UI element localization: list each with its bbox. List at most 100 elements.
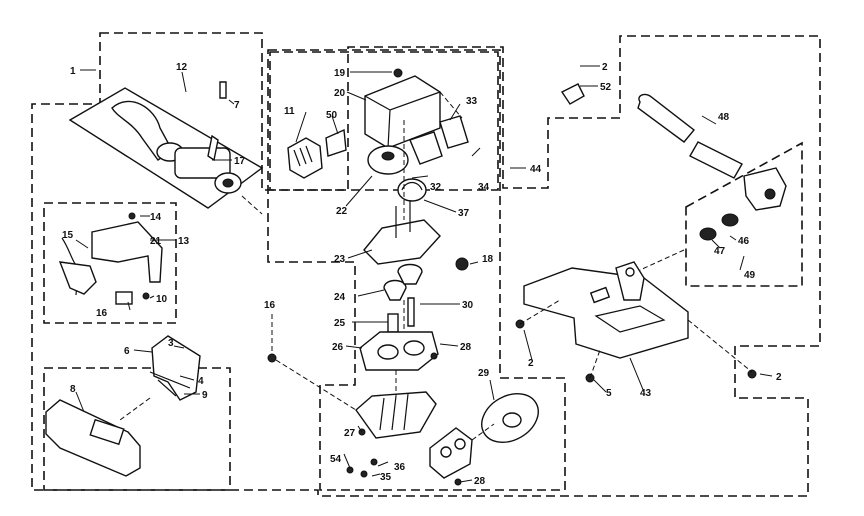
callout-9: 9 xyxy=(202,390,208,401)
pilot-kit-outline xyxy=(685,141,803,287)
pilot-burner xyxy=(743,167,787,211)
callout-16b: 16 xyxy=(264,300,276,311)
spacer-50 xyxy=(325,128,347,157)
screw-10 xyxy=(142,292,150,300)
igniter-base xyxy=(45,399,141,477)
valve-housing-face xyxy=(364,91,441,149)
stack-axis xyxy=(395,120,405,396)
callout-54: 54 xyxy=(330,454,342,465)
callout-50: 50 xyxy=(326,110,338,121)
callout-1: 1 xyxy=(70,66,76,77)
seat-25 xyxy=(387,313,399,333)
upper-bracket-outline xyxy=(269,51,499,191)
callout-5: 5 xyxy=(606,388,612,399)
callout-11: 11 xyxy=(284,106,295,117)
callout-49: 49 xyxy=(744,270,756,281)
washer-47 xyxy=(699,227,717,241)
main-bracket-43-flange xyxy=(615,261,645,301)
cover-33 xyxy=(439,115,469,149)
callout-34: 34 xyxy=(478,182,490,193)
callout-20: 20 xyxy=(334,88,346,99)
callout-29: 29 xyxy=(478,368,490,379)
callout-32: 32 xyxy=(430,182,442,193)
burner-nozzle-hole xyxy=(222,178,234,188)
pin-30 xyxy=(407,297,415,327)
clip-16 xyxy=(115,291,133,305)
bracket-tab xyxy=(589,286,611,304)
igniter-group-outline xyxy=(43,367,231,491)
spring-24b xyxy=(397,263,423,285)
callout-18: 18 xyxy=(482,254,494,265)
connection-lines xyxy=(241,91,495,441)
link-knob xyxy=(471,423,495,441)
igniter-wire xyxy=(119,397,151,421)
gas-valve-stack xyxy=(287,68,539,486)
callout-7: 7 xyxy=(234,100,240,111)
solenoid-windings xyxy=(293,145,313,167)
gasket-32 xyxy=(409,131,443,165)
thermocouple-bracket xyxy=(58,212,163,305)
assembly-outlines xyxy=(31,32,821,497)
solenoid-11 xyxy=(287,137,323,179)
callout-17: 17 xyxy=(234,156,246,167)
link-cover xyxy=(439,91,463,119)
thermocouple-tip xyxy=(58,261,97,295)
callout-2b: 2 xyxy=(528,358,534,369)
callout-36: 36 xyxy=(394,462,406,473)
callout-14: 14 xyxy=(150,212,162,223)
callout-24: 24 xyxy=(334,292,346,303)
valve-block xyxy=(355,391,437,439)
screw-19 xyxy=(393,68,403,78)
base-plate-26 xyxy=(359,331,439,371)
callout-28a: 28 xyxy=(460,342,472,353)
screw-28 xyxy=(430,352,438,360)
igniter-bracket xyxy=(151,335,201,401)
callout-48: 48 xyxy=(718,112,730,123)
base-plate-hole-b xyxy=(403,340,425,356)
callout-labels: 1 12 7 17 14 15 21 13 16 10 16 6 3 4 9 8… xyxy=(62,62,782,487)
igniter-button xyxy=(89,418,125,446)
spring-24 xyxy=(383,279,407,301)
screw-2-right xyxy=(747,369,757,379)
callout-26: 26 xyxy=(332,342,344,353)
diaphragm-plate-23 xyxy=(363,219,441,265)
link-burner-to-bracket xyxy=(241,195,263,215)
bracket-plate xyxy=(91,221,163,283)
bracket-hole xyxy=(625,267,635,277)
base-plate-hole-a xyxy=(377,344,399,360)
callout-47: 47 xyxy=(714,246,726,257)
callout-25: 25 xyxy=(334,318,346,329)
pilot-orifice xyxy=(764,188,776,200)
spring-37-coil xyxy=(401,181,423,191)
callout-12: 12 xyxy=(176,62,188,73)
screw-14 xyxy=(128,212,136,220)
callout-43: 43 xyxy=(640,388,652,399)
plug-18 xyxy=(455,257,469,271)
washer-35 xyxy=(360,470,368,478)
valve-housing-20 xyxy=(364,75,441,149)
callout-2a: 2 xyxy=(602,62,608,73)
callout-30: 30 xyxy=(462,300,474,311)
tube-48 xyxy=(637,93,696,143)
knob-hole-a xyxy=(440,446,452,458)
callout-46: 46 xyxy=(738,236,750,247)
nut-16 xyxy=(267,353,277,363)
knob-hole-b xyxy=(454,438,466,450)
valve-stem xyxy=(395,200,411,238)
callout-52: 52 xyxy=(600,82,612,93)
igniter-electrode xyxy=(149,371,191,397)
callout-28b: 28 xyxy=(474,476,486,487)
callout-16a: 16 xyxy=(96,308,108,319)
washer-36 xyxy=(370,458,378,466)
callout-4: 4 xyxy=(198,376,204,387)
burner-body xyxy=(174,147,231,179)
washer-46 xyxy=(721,213,739,227)
valve-group-outline xyxy=(267,49,566,491)
tube-48b xyxy=(689,141,743,179)
callout-3: 3 xyxy=(168,338,174,349)
callout-35: 35 xyxy=(380,472,392,483)
thermocouple-group-outline xyxy=(43,202,177,324)
callout-33: 33 xyxy=(466,96,478,107)
cam-29-hub xyxy=(502,412,522,428)
